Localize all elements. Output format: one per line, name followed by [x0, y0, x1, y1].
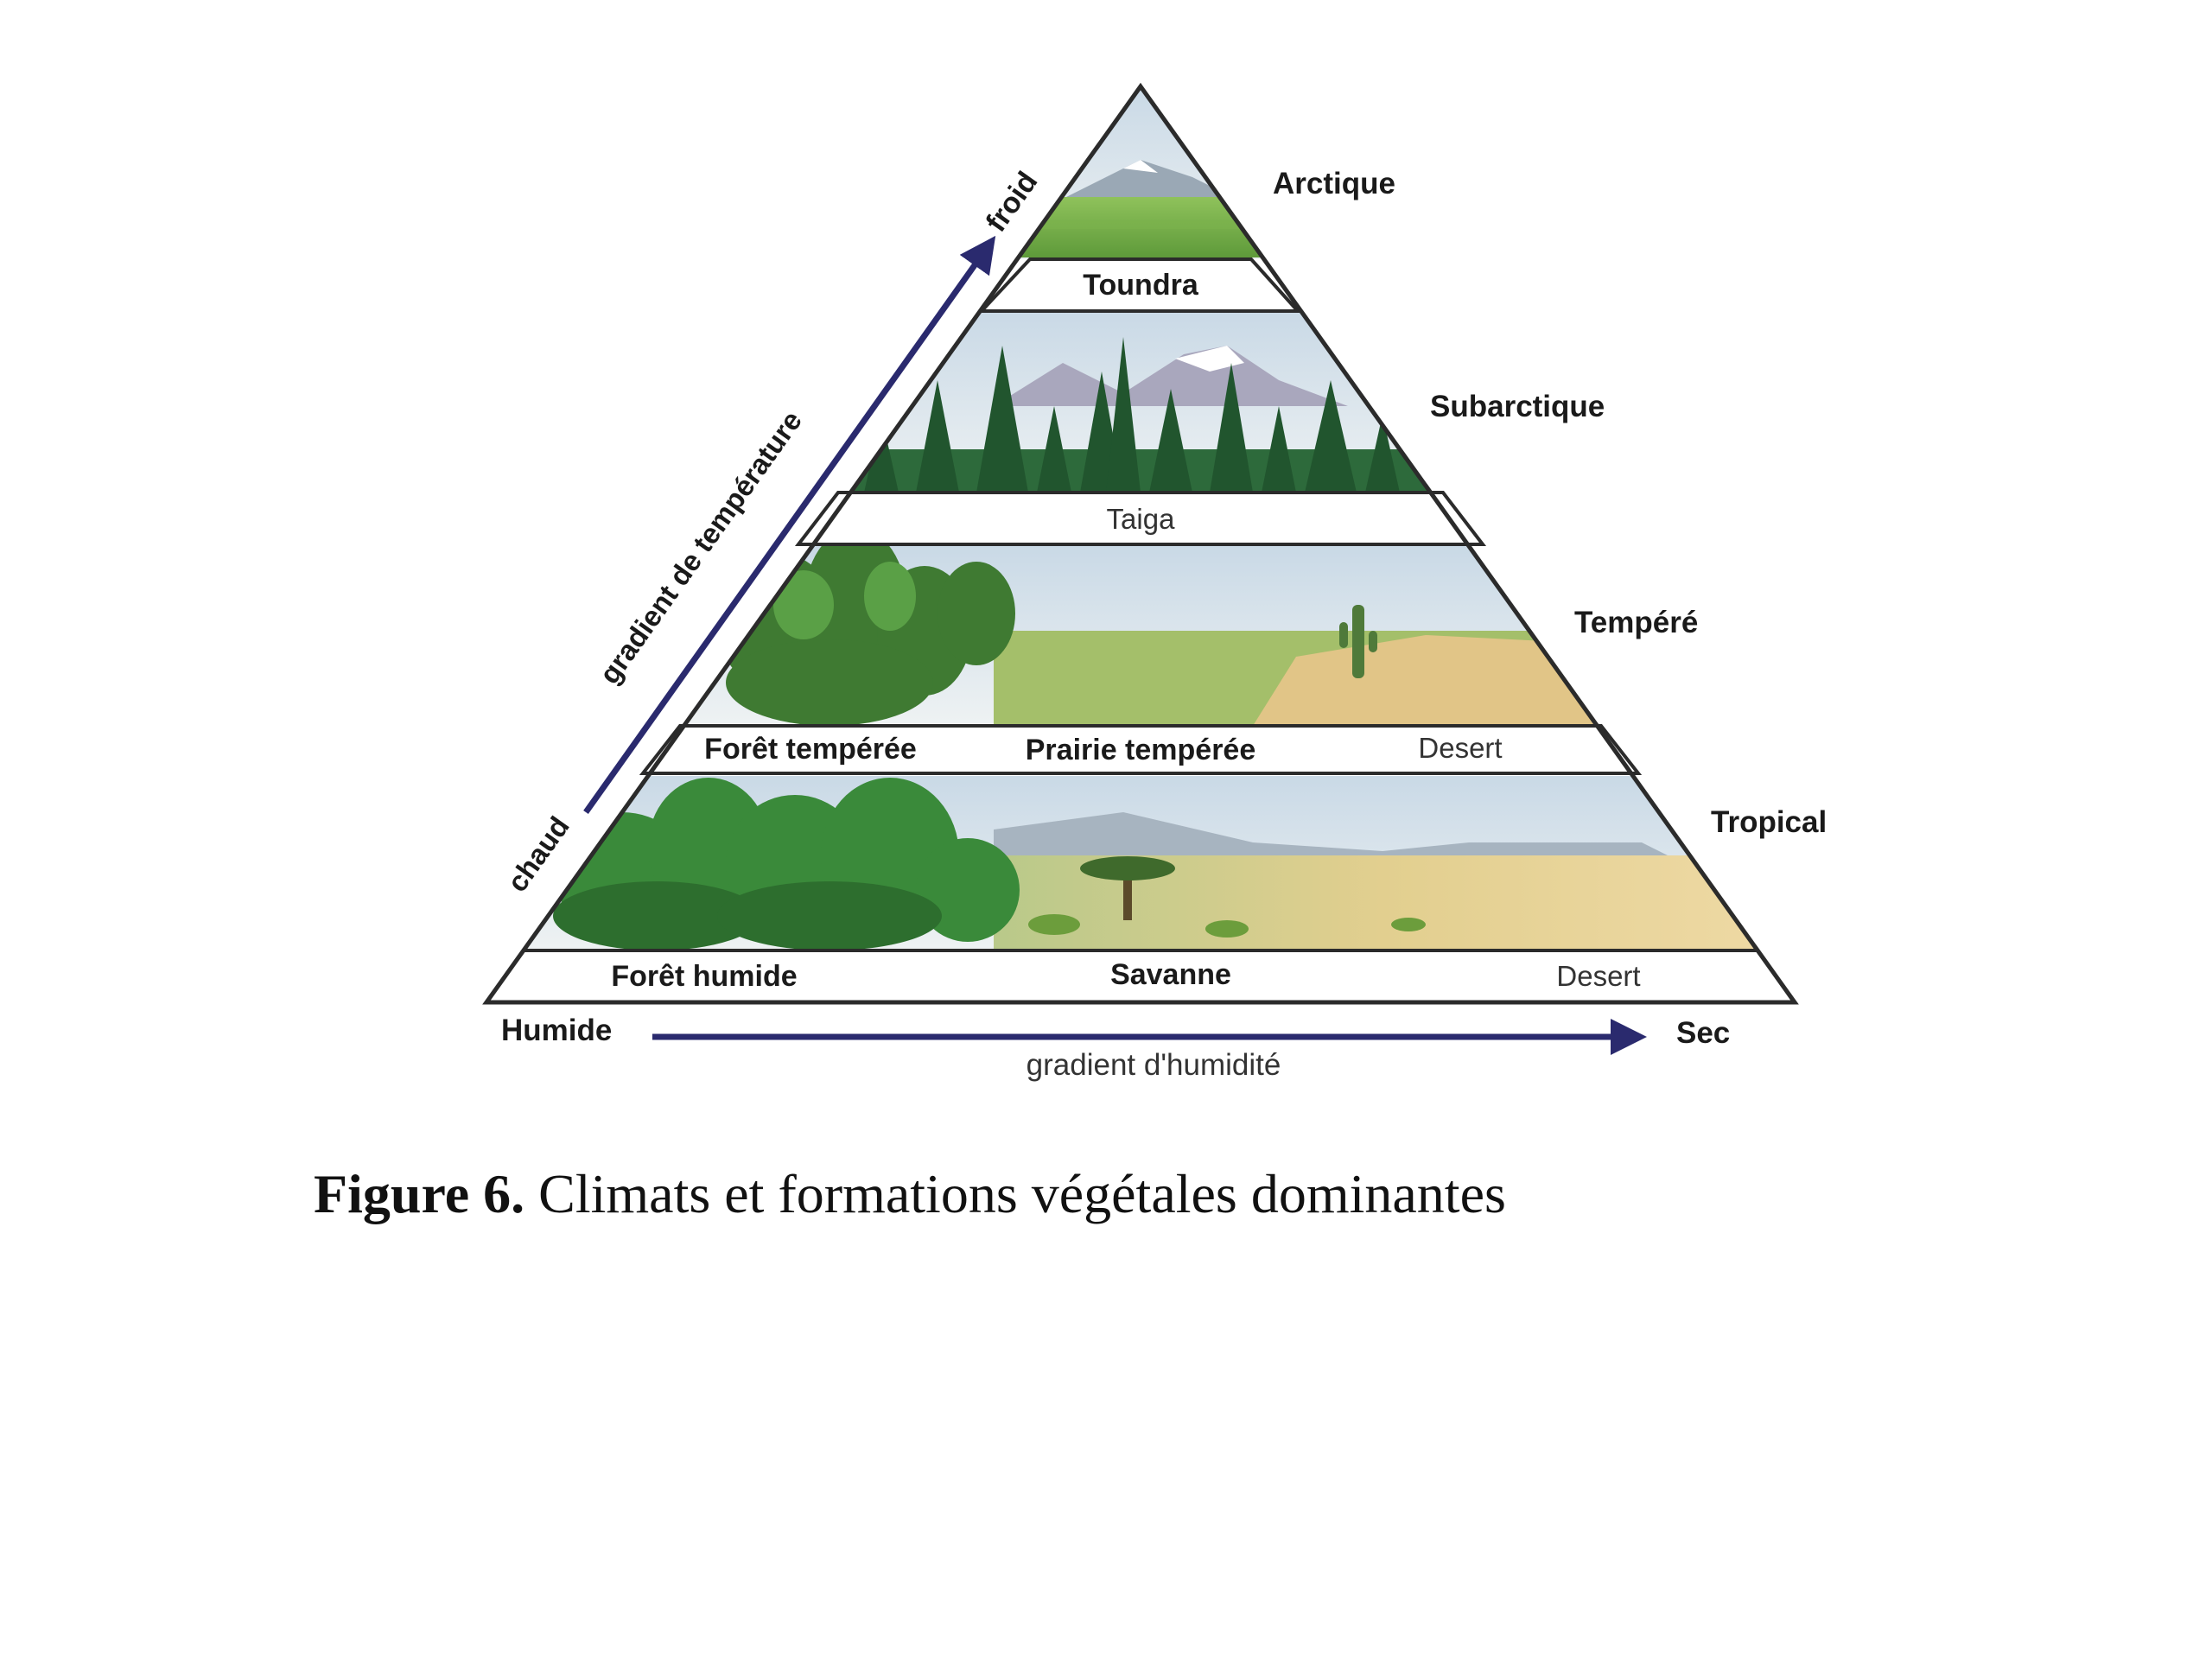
- biome-label-desert-tropical: Desert: [1556, 960, 1640, 992]
- figure-caption-text: Climats et formations végétales dominant…: [524, 1163, 1506, 1224]
- figure-caption: Figure 6. Climats et formations végétale…: [314, 1162, 1506, 1226]
- biome-label-taiga: Taiga: [1107, 503, 1176, 535]
- tropical-landscape: [518, 776, 1771, 950]
- humidity-gradient-label: gradient d'humidité: [1027, 1048, 1281, 1082]
- label-chaud: chaud: [500, 810, 575, 898]
- pyramid-outline: [482, 82, 1799, 1005]
- label-froid: froid: [980, 166, 1045, 238]
- biome-label-prairie-temperee: Prairie tempérée: [1026, 734, 1256, 766]
- biome-label-toundra: Toundra: [1083, 269, 1199, 302]
- biome-label-foret-temperee: Forêt tempérée: [704, 733, 917, 766]
- zone-label-tempere: Tempéré: [1574, 606, 1698, 639]
- label-strips: [483, 257, 1798, 1004]
- biome-label-desert-tempere: Desert: [1418, 732, 1502, 764]
- biome-label-savanne: Savanne: [1110, 958, 1231, 991]
- label-sec: Sec: [1676, 1016, 1730, 1050]
- label-humide: Humide: [501, 1014, 612, 1047]
- zone-label-subarctique: Subarctique: [1430, 390, 1605, 423]
- figure-number: Figure 6.: [314, 1163, 525, 1224]
- zone-label-arctique: Arctique: [1273, 167, 1395, 200]
- temperature-gradient-arrow: [583, 235, 996, 815]
- biome-label-foret-humide: Forêt humide: [611, 960, 797, 993]
- zone-label-tropical: Tropical: [1711, 805, 1827, 839]
